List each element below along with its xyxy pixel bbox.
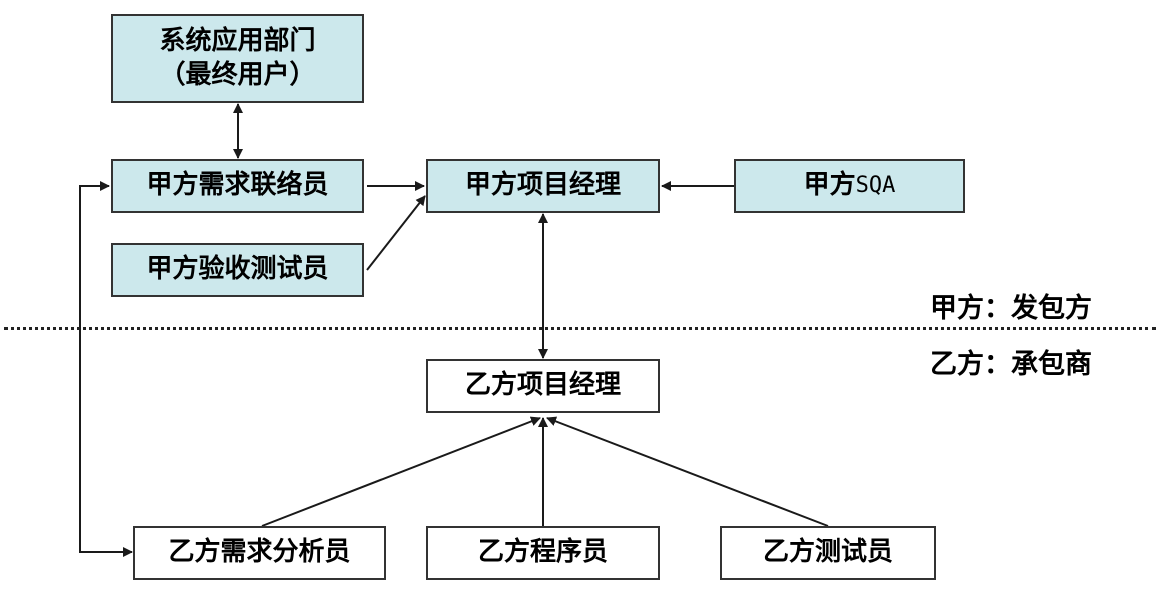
node-end-user-line2: （最终用户） — [159, 59, 316, 90]
node-vendor-req-analyst: 乙方需求分析员 — [133, 526, 386, 580]
edge-liaison-analyst — [79, 181, 133, 557]
node-vendor-tester-label: 乙方测试员 — [762, 537, 893, 568]
node-vendor-tester: 乙方测试员 — [720, 526, 936, 580]
edge-vtester-vendorpm — [546, 416, 829, 527]
node-client-pm: 甲方项目经理 — [426, 159, 660, 213]
node-vendor-programmer: 乙方程序员 — [426, 526, 660, 580]
label-client-side: 甲方：发包方 — [930, 293, 1092, 324]
node-vendor-req-analyst-label: 乙方需求分析员 — [168, 537, 351, 568]
node-end-user: 系统应用部门 （最终用户） — [111, 14, 364, 103]
node-vendor-programmer-label: 乙方程序员 — [477, 537, 608, 568]
node-client-sqa-suffix: SQA — [855, 172, 896, 198]
node-client-req-liaison: 甲方需求联络员 — [111, 159, 364, 213]
node-client-req-liaison-label: 甲方需求联络员 — [146, 170, 329, 201]
node-client-acceptance-tester: 甲方验收测试员 — [111, 243, 364, 297]
node-client-sqa-prefix: 甲方 — [803, 170, 856, 201]
node-end-user-line1: 系统应用部门 — [159, 25, 316, 56]
label-vendor-side: 乙方：承包商 — [930, 349, 1092, 380]
node-vendor-pm: 乙方项目经理 — [426, 359, 660, 413]
edge-tester-clientpm — [366, 195, 426, 271]
edge-analyst-vendorpm — [261, 416, 541, 527]
node-vendor-pm-label: 乙方项目经理 — [464, 370, 621, 401]
node-client-pm-label: 甲方项目经理 — [464, 170, 621, 201]
party-divider — [4, 327, 1156, 330]
node-client-acceptance-tester-label: 甲方验收测试员 — [146, 254, 329, 285]
